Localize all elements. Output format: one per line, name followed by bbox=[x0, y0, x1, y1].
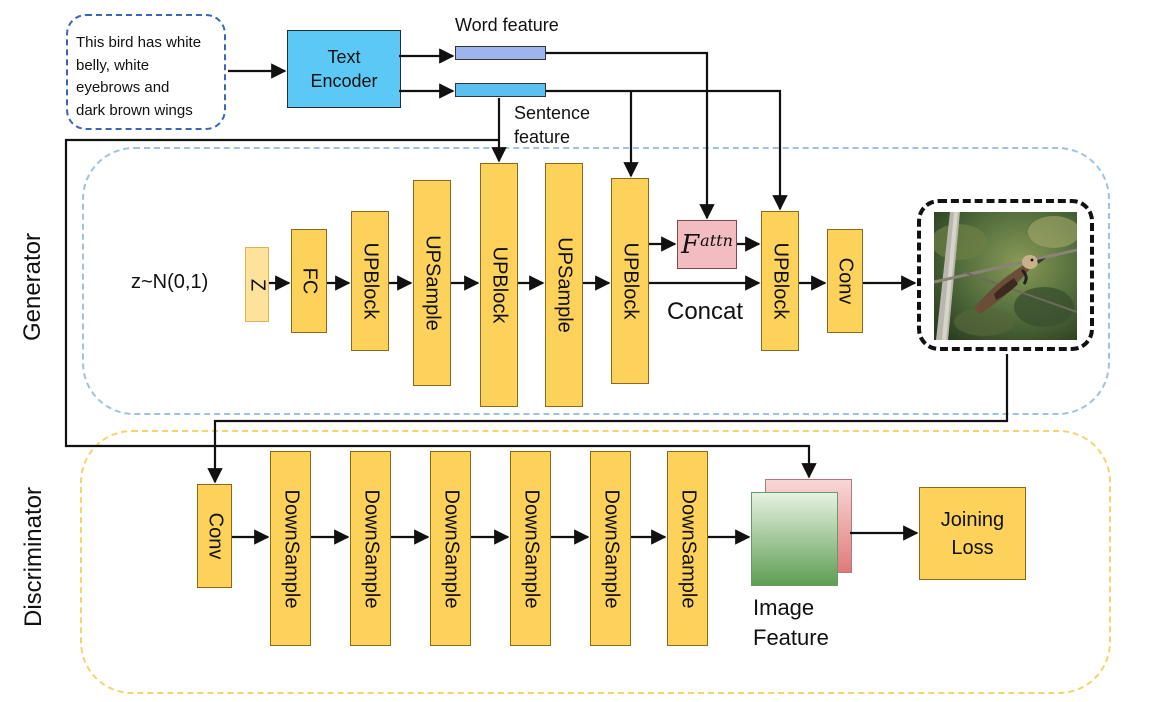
caption-line: This bird has white bbox=[76, 34, 202, 51]
arrow-image-to-discriminator bbox=[207, 354, 1009, 484]
generator-region bbox=[82, 147, 1110, 415]
upblock-3: UPBlock bbox=[611, 178, 649, 384]
arrow-sentence-to-image-feature bbox=[64, 138, 817, 479]
bird-photo-icon bbox=[934, 212, 1077, 340]
noise-label: z~N(0,1) bbox=[131, 271, 209, 293]
caption-line: eyebrows and bbox=[76, 79, 170, 96]
caption-line: belly, white bbox=[76, 56, 150, 74]
text-caption-box: This bird has white belly, white eyebrow… bbox=[66, 14, 226, 130]
downsample-4: DownSample bbox=[510, 451, 551, 646]
upblock-2: UPBlock bbox=[480, 163, 518, 407]
upsample-2: UPSample bbox=[545, 163, 583, 407]
downsample-3: DownSample bbox=[430, 451, 471, 646]
downsample-2: DownSample bbox=[350, 451, 391, 646]
conv-block-discriminator: Conv bbox=[197, 484, 232, 588]
upsample-1: UPSample bbox=[413, 180, 451, 386]
fc-block: FC bbox=[291, 229, 327, 333]
downsample-6: DownSample bbox=[667, 451, 708, 646]
text-encoder-block: Text Encoder bbox=[287, 30, 401, 108]
arrow-word-to-attention bbox=[546, 51, 715, 220]
concat-label: Concat bbox=[667, 298, 744, 325]
image-feature-label: Feature bbox=[753, 625, 829, 650]
sentence-feature-label: Sentence bbox=[514, 103, 591, 123]
word-feature-bar bbox=[455, 46, 546, 60]
conv-block-generator: Conv bbox=[827, 229, 863, 333]
z-block: Z bbox=[245, 247, 269, 322]
downsample-1: DownSample bbox=[270, 451, 311, 646]
attention-superscript: attn bbox=[700, 231, 733, 250]
arrow-sentence-to-upblock-4 bbox=[546, 89, 788, 211]
discriminator-region bbox=[80, 430, 1111, 694]
sentence-feature-bar bbox=[455, 83, 546, 97]
word-feature-label: Word feature bbox=[455, 15, 559, 35]
joining-loss-label: Loss bbox=[951, 536, 994, 559]
text-encoder-label: Text bbox=[327, 47, 361, 67]
downsample-5: DownSample bbox=[590, 451, 631, 646]
text-encoder-label: Encoder bbox=[310, 71, 378, 91]
attention-symbol: F bbox=[681, 229, 700, 260]
joining-loss-label: Joining bbox=[940, 508, 1005, 531]
image-feature-label: Image bbox=[753, 595, 815, 620]
sentence-feature-label: feature bbox=[514, 127, 571, 147]
upblock-1: UPBlock bbox=[351, 211, 389, 351]
caption-line: dark brown wings bbox=[76, 101, 193, 119]
upblock-4: UPBlock bbox=[761, 211, 799, 351]
image-feature-front-layer bbox=[751, 492, 838, 586]
joining-loss-block: Joining Loss bbox=[919, 487, 1026, 580]
